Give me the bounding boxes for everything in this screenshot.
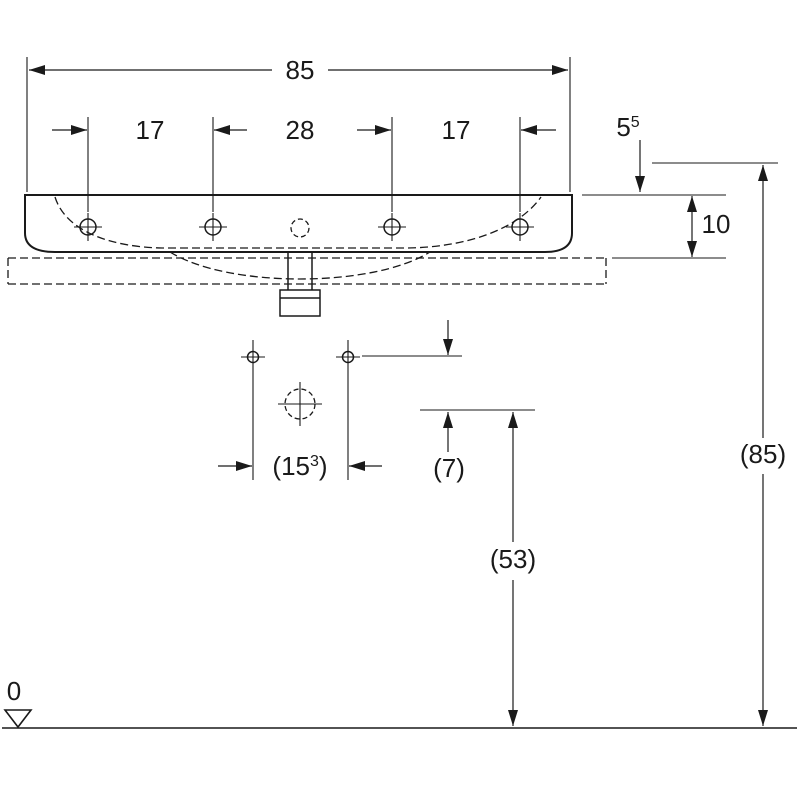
- fixing-holes: [241, 340, 360, 480]
- tap-hole-2: [199, 213, 227, 241]
- dim-label-edge-offset: 55: [616, 112, 639, 142]
- dimension-edge-offset: 55: [616, 112, 645, 192]
- datum-triangle-icon: [3, 709, 33, 729]
- dim-label-fixing-span: (153): [272, 451, 327, 481]
- dimension-total-width: 85: [29, 55, 568, 85]
- datum-zero-label: 0: [7, 676, 21, 706]
- dim-label-spacing-right: 17: [442, 115, 471, 145]
- dim-label-spacing-center: 28: [286, 115, 315, 145]
- basin-outline: [24, 194, 573, 280]
- mounting-plane-dashed: [7, 257, 607, 285]
- dimension-drain-height: (53): [490, 412, 536, 726]
- tap-hole-5: [506, 213, 534, 241]
- dim-label-rim-height: (85): [740, 439, 786, 469]
- dimension-hole-spacing: 17 28 17: [52, 115, 556, 145]
- dimension-drain-offset: (7): [433, 320, 465, 483]
- tap-hole-center-optional: [290, 218, 310, 238]
- datum-marker: 0: [3, 676, 33, 729]
- fixing-hole-left: [241, 350, 265, 364]
- extension-lines: [26, 57, 778, 411]
- dim-label-front-height: 10: [702, 209, 731, 239]
- drain-outlet: [278, 382, 322, 426]
- dim-label-total-width: 85: [286, 55, 315, 85]
- dimension-fixing-span: (153): [218, 451, 382, 481]
- tap-hole-1: [74, 213, 102, 241]
- dim-label-spacing-left: 17: [136, 115, 165, 145]
- dimension-rim-height: (85): [740, 165, 786, 726]
- drain-trap: [279, 252, 321, 317]
- dim-label-drain-offset: (7): [433, 453, 465, 483]
- dim-label-drain-height: (53): [490, 544, 536, 574]
- tap-hole-4: [378, 213, 406, 241]
- dimension-front-height: 10: [687, 196, 731, 257]
- tap-holes: [74, 213, 534, 241]
- fixing-hole-right: [336, 350, 360, 364]
